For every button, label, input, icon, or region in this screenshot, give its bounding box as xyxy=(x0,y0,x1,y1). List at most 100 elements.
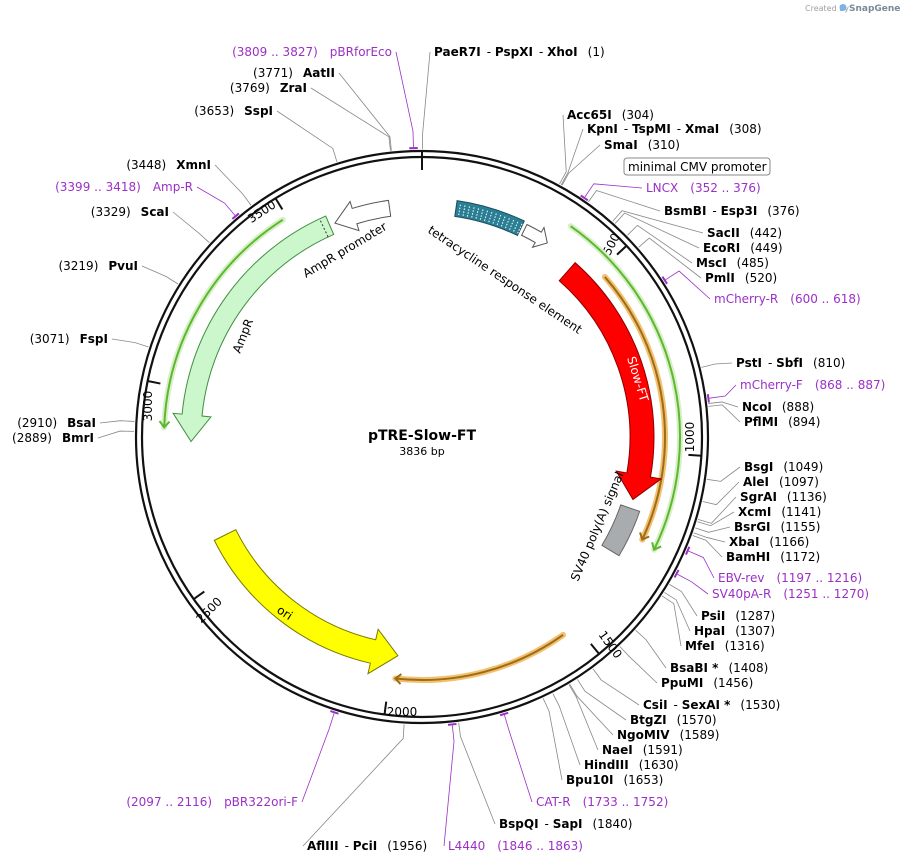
site-paer7i[interactable]: PaeR7I- PspXI- XhoI(1) xyxy=(434,45,605,59)
svg-text:mCherry-R(600 .. 618): mCherry-R(600 .. 618) xyxy=(714,292,861,306)
primer-pbr322orif[interactable]: (2097 .. 2116)pBR322ori-F xyxy=(126,795,298,809)
site-hpai[interactable]: HpaI(1307) xyxy=(694,624,775,638)
site-alei[interactable]: AleI(1097) xyxy=(743,475,819,489)
svg-text:SV40pA-R(1251 .. 1270): SV40pA-R(1251 .. 1270) xyxy=(712,587,869,601)
site-xbai[interactable]: XbaI(1166) xyxy=(729,535,809,549)
snapgene-logo-icon xyxy=(839,4,847,11)
svg-text:BtgZI(1570): BtgZI(1570) xyxy=(630,713,717,727)
svg-text:(3809 .. 3827)pBRforEco: (3809 .. 3827)pBRforEco xyxy=(232,45,392,59)
svg-text:(3769)ZraI: (3769)ZraI xyxy=(230,81,307,95)
primer-mark-sv40par xyxy=(673,569,680,578)
site-ppumi[interactable]: PpuMI(1456) xyxy=(661,676,753,690)
site-psti[interactable]: PstI- SbfI(810) xyxy=(736,356,845,370)
site-psii[interactable]: PsiI(1287) xyxy=(701,609,775,623)
orf-arc-orange-2[interactable] xyxy=(392,631,567,685)
svg-text:KpnI- TspMI- XmaI(308): KpnI- TspMI- XmaI(308) xyxy=(587,122,762,136)
ampr-feature[interactable] xyxy=(172,215,335,443)
primer-pbrforeco[interactable]: (3809 .. 3827)pBRforEco xyxy=(232,45,392,59)
snapgene-brand[interactable]: SnapGene xyxy=(849,4,900,14)
primer-mcherryr[interactable]: mCherry-R(600 .. 618) xyxy=(714,292,861,306)
primer-l4440[interactable]: L4440(1846 .. 1863) xyxy=(448,839,583,853)
svg-text:BsgI(1049): BsgI(1049) xyxy=(744,460,823,474)
site-bsabi[interactable]: BsaBI *(1408) xyxy=(670,661,768,675)
primer-catr[interactable]: CAT-R(1733 .. 1752) xyxy=(536,795,668,809)
site-smai[interactable]: SmaI(310) xyxy=(604,138,680,152)
svg-text:MscI(485): MscI(485) xyxy=(696,256,769,270)
ampr-promoter-feature[interactable] xyxy=(334,199,392,232)
site-kpni[interactable]: KpnI- TspMI- XmaI(308) xyxy=(587,122,762,136)
tick-3500 xyxy=(274,197,284,210)
minimal-cmv-box xyxy=(623,157,771,176)
site-ecori[interactable]: EcoRI(449) xyxy=(703,241,783,255)
site-bsgi[interactable]: BsgI(1049) xyxy=(744,460,823,474)
minimal-cmv-label[interactable]: minimal CMV promoter xyxy=(628,160,767,174)
svg-text:(3653)SspI: (3653)SspI xyxy=(194,104,273,118)
site-aatii[interactable]: (3771)AatII xyxy=(253,66,335,80)
primer-ebvrev[interactable]: EBV-rev(1197 .. 1216) xyxy=(718,571,862,585)
svg-text:HpaI(1307): HpaI(1307) xyxy=(694,624,775,638)
svg-text:NgoMIV(1589): NgoMIV(1589) xyxy=(617,728,719,742)
site-sacii[interactable]: SacII(442) xyxy=(707,226,782,240)
svg-text:SacII(442): SacII(442) xyxy=(707,226,782,240)
tre-feature[interactable] xyxy=(454,200,525,237)
site-btgzi[interactable]: BtgZI(1570) xyxy=(630,713,717,727)
minimal-cmv-feature[interactable] xyxy=(520,223,548,249)
svg-text:BsrGI(1155): BsrGI(1155) xyxy=(734,520,820,534)
primer-lncx[interactable]: LNCX(352 .. 376) xyxy=(646,181,761,195)
svg-text:BsaBI *(1408): BsaBI *(1408) xyxy=(670,661,768,675)
site-bpu10i[interactable]: Bpu10I(1653) xyxy=(566,773,663,787)
svg-text:BspQI- SapI(1840): BspQI- SapI(1840) xyxy=(499,817,632,831)
site-bsai[interactable]: (2910)BsaI xyxy=(17,416,96,430)
site-bspqi[interactable]: BspQI- SapI(1840) xyxy=(499,817,632,831)
svg-text:(3448)XmnI: (3448)XmnI xyxy=(126,158,211,172)
sv40-feature[interactable] xyxy=(601,504,641,557)
credit-prefix: Created by xyxy=(805,4,849,13)
svg-text:(3071)FspI: (3071)FspI xyxy=(30,332,108,346)
site-bamhi[interactable]: BamHI(1172) xyxy=(726,550,820,564)
orf-arc-green-1[interactable] xyxy=(567,223,683,553)
site-xmni[interactable]: (3448)XmnI xyxy=(126,158,211,172)
slow-ft-feature[interactable] xyxy=(558,261,663,501)
site-hindiii[interactable]: HindIII(1630) xyxy=(584,758,679,772)
primer-mcherryf[interactable]: mCherry-F(868 .. 887) xyxy=(740,378,885,392)
site-afliii[interactable]: AflIII- PciI(1956) xyxy=(307,839,427,853)
svg-text:BsmBI- Esp3I(376): BsmBI- Esp3I(376) xyxy=(664,204,800,218)
svg-text:(2889)BmrI: (2889)BmrI xyxy=(12,431,94,445)
site-pflmi[interactable]: PflMI(894) xyxy=(744,415,820,429)
tick-2000 xyxy=(383,701,388,715)
tick-label-2000: 2000 xyxy=(387,705,418,719)
orf-arc-orange-1[interactable] xyxy=(601,273,668,543)
site-ncoi[interactable]: NcoI(888) xyxy=(742,400,814,414)
svg-text:PpuMI(1456): PpuMI(1456) xyxy=(661,676,753,690)
site-bmri[interactable]: (2889)BmrI xyxy=(12,431,94,445)
site-msci[interactable]: MscI(485) xyxy=(696,256,769,270)
site-csii[interactable]: CsiI- SexAI *(1530) xyxy=(643,698,780,712)
site-zrai[interactable]: (3769)ZraI xyxy=(230,81,307,95)
primer-sv40par[interactable]: SV40pA-R(1251 .. 1270) xyxy=(712,587,869,601)
site-mfei[interactable]: MfeI(1316) xyxy=(685,639,765,653)
site-bsrgi[interactable]: BsrGI(1155) xyxy=(734,520,820,534)
site-pvui[interactable]: (3219)PvuI xyxy=(58,259,138,273)
site-pmli[interactable]: PmlI(520) xyxy=(705,271,777,285)
tick-label-1000: 1000 xyxy=(683,422,697,453)
ampr-label[interactable]: AmpR xyxy=(230,317,256,355)
primer-ampr[interactable]: (3399 .. 3418)Amp-R xyxy=(55,180,193,194)
site-scai[interactable]: (3329)ScaI xyxy=(91,205,169,219)
site-xcmi[interactable]: XcmI(1141) xyxy=(738,505,821,519)
orf-arc-green-2[interactable] xyxy=(158,216,286,431)
primer-mark-lncx xyxy=(580,194,589,202)
leader-lines xyxy=(97,51,741,847)
site-bsmbi[interactable]: BsmBI- Esp3I(376) xyxy=(664,204,800,218)
site-sgrai[interactable]: SgrAI(1136) xyxy=(740,490,827,504)
site-sspi[interactable]: (3653)SspI xyxy=(194,104,273,118)
site-naei[interactable]: NaeI(1591) xyxy=(602,743,683,757)
site-fspi[interactable]: (3071)FspI xyxy=(30,332,108,346)
site-ngomiv[interactable]: NgoMIV(1589) xyxy=(617,728,719,742)
svg-text:PaeR7I- PspXI- XhoI(1): PaeR7I- PspXI- XhoI(1) xyxy=(434,45,605,59)
site-labels: PaeR7I- PspXI- XhoI(1) Acc65I(304)KpnI- T… xyxy=(12,45,885,853)
svg-text:AleI(1097): AleI(1097) xyxy=(743,475,819,489)
primer-mark-ampr xyxy=(231,212,240,220)
svg-text:(2910)BsaI: (2910)BsaI xyxy=(17,416,96,430)
site-acc65i[interactable]: Acc65I(304) xyxy=(567,108,654,122)
ori-feature[interactable] xyxy=(213,529,399,675)
